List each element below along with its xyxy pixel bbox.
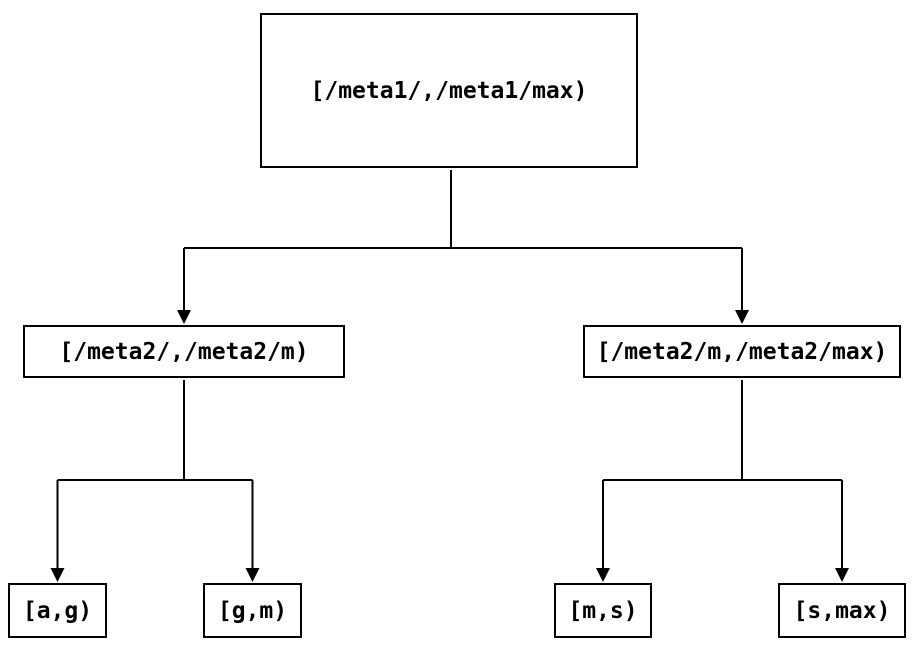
node-leaf-gm-label: [g,m)	[217, 597, 288, 624]
node-root-label: [/meta1/,/meta1/max)	[310, 77, 588, 104]
node-leaf-ag: [a,g)	[8, 583, 107, 638]
node-leaf-smax-label: [s,max)	[793, 597, 891, 624]
node-meta2-low: [/meta2/,/meta2/m)	[23, 325, 345, 378]
edge-root-stem	[183, 170, 743, 312]
node-leaf-smax: [s,max)	[778, 583, 906, 638]
node-leaf-ag-label: [a,g)	[22, 597, 93, 624]
arrowhead-to-meta2-low	[177, 310, 191, 324]
arrowhead-to-leaf-ms	[596, 568, 610, 582]
arrowhead-to-leaf-smax	[835, 568, 849, 582]
node-meta2-low-label: [/meta2/,/meta2/m)	[59, 338, 309, 365]
node-root: [/meta1/,/meta1/max)	[260, 13, 638, 168]
node-meta2-high: [/meta2/m,/meta2/max)	[583, 325, 901, 378]
node-leaf-ms-label: [m,s)	[568, 597, 638, 624]
node-meta2-high-label: [/meta2/m,/meta2/max)	[596, 338, 888, 365]
arrowhead-to-meta2-high	[735, 310, 749, 324]
node-leaf-ms: [m,s)	[554, 583, 652, 638]
arrowhead-to-leaf-gm	[245, 568, 260, 582]
node-leaf-gm: [g,m)	[203, 583, 302, 638]
edge-meta2-high-stem	[602, 380, 843, 570]
edge-meta2-low-stem	[56, 380, 254, 570]
arrowhead-to-leaf-ag	[50, 568, 65, 582]
